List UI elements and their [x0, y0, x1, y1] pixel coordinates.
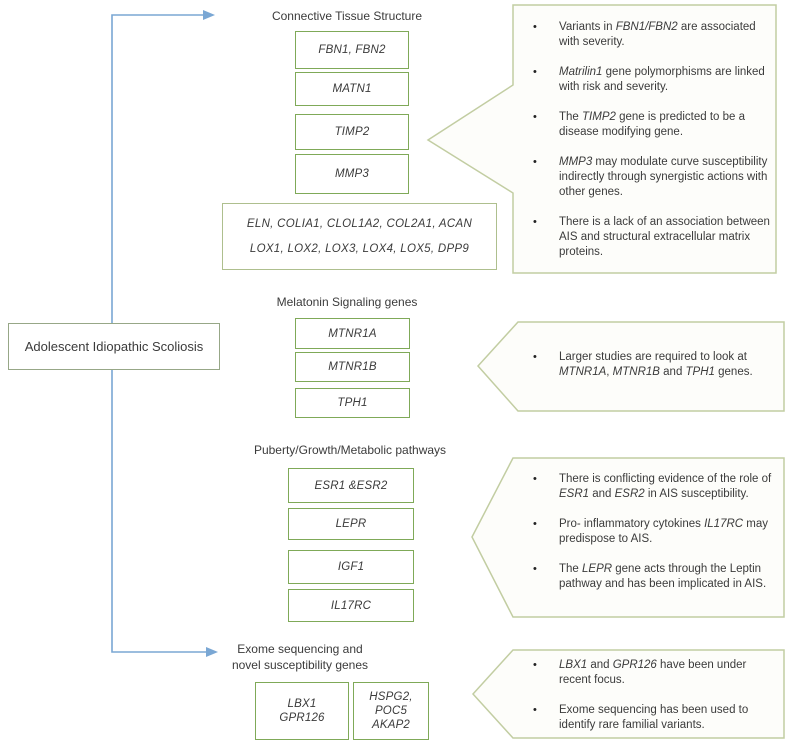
- bullet-item: • MMP3 may modulate curve susceptibility …: [528, 155, 776, 200]
- bullet-item: • Larger studies are required to look at …: [528, 350, 778, 380]
- bullet-item: • Variants in FBN1/FBN2 are associated wi…: [528, 20, 776, 50]
- bullet-text: There is conflicting evidence of the rol…: [559, 473, 772, 500]
- bullet-item: • The LEPR gene acts through the Leptin p…: [528, 562, 778, 592]
- callout-puberty-shape: [471, 457, 785, 618]
- bullet-item: • There is a lack of an association betwe…: [528, 215, 776, 260]
- callout-connective-shape: [426, 4, 777, 274]
- gene-box-mtnr1a: MTNR1A: [295, 318, 410, 349]
- gene-group-line-1: ELN, COLIA1, CLOL1A2, COL2A1, ACAN: [246, 217, 473, 230]
- section-heading-melatonin: Melatonin Signaling genes: [276, 295, 418, 309]
- bullet-text: Pro- inflammatory cytokines IL17RC may p…: [559, 518, 768, 545]
- bullet-dot-icon: •: [533, 66, 537, 78]
- bullet-item: • Matrilin1 gene polymorphisms are linked…: [528, 65, 776, 95]
- gene-box-il17rc: IL17RC: [288, 589, 414, 622]
- bullet-text: LBX1 and GPR126 have been under recent f…: [559, 659, 747, 686]
- callout-melatonin-shape: [476, 321, 785, 412]
- gene-box-mmp3: MMP3: [295, 154, 409, 194]
- bullet-text: The LEPR gene acts through the Leptin pa…: [559, 563, 767, 590]
- root-node-adolescent-idiopathic-scoliosis: Adolescent Idiopathic Scoliosis: [8, 323, 220, 370]
- gene-box-igf1: IGF1: [288, 550, 414, 584]
- bullet-dot-icon: •: [533, 111, 537, 123]
- bullet-dot-icon: •: [533, 21, 537, 33]
- section-heading-exome: Exome sequencing and novel susceptibilit…: [231, 642, 369, 672]
- bullet-dot-icon: •: [533, 156, 537, 168]
- gene-box-tph1: TPH1: [295, 388, 410, 418]
- gene-box-lbx1-gpr126: LBX1 GPR126: [255, 682, 349, 740]
- gene-box-timp2: TIMP2: [295, 114, 409, 150]
- callout-connective-bullets: • Variants in FBN1/FBN2 are associated wi…: [528, 20, 776, 260]
- connector-arrowhead-bottom-icon: [206, 647, 218, 657]
- gene-box-lepr: LEPR: [288, 508, 414, 540]
- bullet-item: • Exome sequencing has been used to ident…: [528, 703, 778, 733]
- callout-puberty-bullets: • There is conflicting evidence of the ro…: [528, 472, 778, 592]
- gene-box-mtnr1b: MTNR1B: [295, 352, 410, 382]
- gene-box-hspg2-poc5-akap2: HSPG2, POC5 AKAP2: [353, 682, 429, 740]
- callout-exome-shape: [471, 649, 785, 739]
- bullet-text: MMP3 may modulate curve susceptibility i…: [559, 156, 768, 198]
- bullet-text: Variants in FBN1/FBN2 are associated wit…: [559, 21, 756, 48]
- bullet-text: Exome sequencing has been used to identi…: [559, 704, 749, 731]
- bullet-item: • There is conflicting evidence of the ro…: [528, 472, 778, 502]
- section-heading-puberty: Puberty/Growth/Metabolic pathways: [253, 443, 447, 457]
- bullet-text: The TIMP2 gene is predicted to be a dise…: [559, 111, 746, 138]
- bullet-dot-icon: •: [533, 473, 537, 485]
- bullet-dot-icon: •: [533, 216, 537, 228]
- bullet-dot-icon: •: [533, 351, 537, 363]
- bullet-item: • LBX1 and GPR126 have been under recent …: [528, 658, 778, 688]
- bullet-item: • Pro- inflammatory cytokines IL17RC may …: [528, 517, 778, 547]
- bullet-text: There is a lack of an association betwee…: [559, 216, 770, 258]
- connector-arrowhead-top-icon: [203, 10, 215, 20]
- callout-exome-bullets: • LBX1 and GPR126 have been under recent …: [528, 658, 778, 733]
- gene-box-esr1-esr2: ESR1 &ESR2: [288, 468, 414, 503]
- bullet-dot-icon: •: [533, 704, 537, 716]
- gene-box-matn1: MATN1: [295, 72, 409, 106]
- section-heading-connective-tissue: Connective Tissue Structure: [271, 9, 423, 23]
- root-node-label: Adolescent Idiopathic Scoliosis: [24, 339, 204, 354]
- gene-group-line-2: LOX1, LOX2, LOX3, LOX4, LOX5, DPP9: [249, 243, 470, 256]
- bullet-dot-icon: •: [533, 518, 537, 530]
- bullet-dot-icon: •: [533, 659, 537, 671]
- bullet-dot-icon: •: [533, 563, 537, 575]
- callout-melatonin-bullets: • Larger studies are required to look at …: [528, 350, 778, 380]
- bullet-item: • The TIMP2 gene is predicted to be a dis…: [528, 110, 776, 140]
- gene-box-fbn1-fbn2: FBN1, FBN2: [295, 31, 409, 69]
- bullet-text: Larger studies are required to look at M…: [559, 351, 753, 378]
- gene-box-structural-matrix-group: ELN, COLIA1, CLOL1A2, COL2A1, ACAN LOX1,…: [222, 203, 497, 270]
- bullet-text: Matrilin1 gene polymorphisms are linked …: [559, 66, 765, 93]
